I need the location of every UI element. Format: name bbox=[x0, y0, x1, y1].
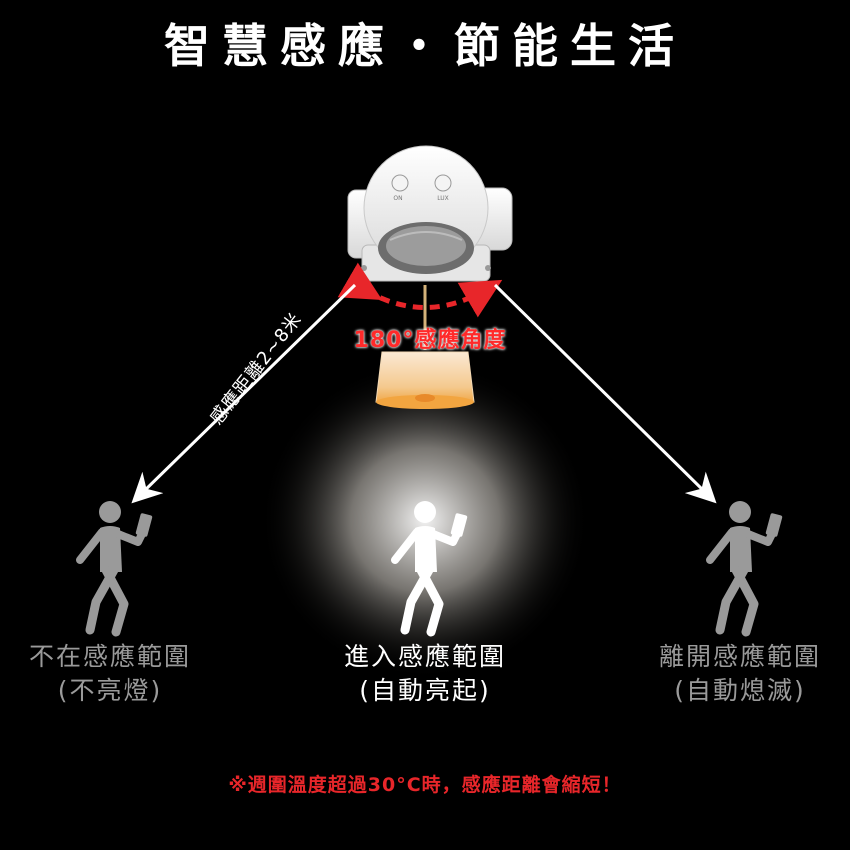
state-leaving-title: 離開感應範圍 bbox=[658, 642, 821, 671]
angle-label: 180°感應角度 bbox=[353, 328, 507, 353]
state-inside-subtitle: (自動亮起) bbox=[359, 676, 491, 705]
temperature-note: ※週圍溫度超過30°C時，感應距離會縮短！ bbox=[228, 774, 622, 796]
dial-left-label: ON bbox=[393, 195, 402, 202]
motion-sensor bbox=[347, 145, 513, 282]
angle-arc bbox=[337, 262, 503, 318]
state-leaving-subtitle: (自動熄滅) bbox=[674, 676, 806, 705]
state-outside-title: 不在感應範圍 bbox=[28, 642, 191, 671]
state-inside: 進入感應範圍 (自動亮起) bbox=[325, 640, 525, 708]
state-outside-subtitle: (不亮燈) bbox=[57, 676, 163, 705]
lamp-bulb bbox=[375, 351, 475, 409]
state-inside-title: 進入感應範圍 bbox=[343, 642, 506, 671]
dial-right-label: LUX bbox=[437, 195, 449, 202]
person-outside-icon bbox=[76, 501, 153, 637]
state-outside: 不在感應範圍 (不亮燈) bbox=[10, 640, 210, 708]
distance-arrow-left bbox=[131, 283, 357, 504]
distance-arrow-right bbox=[493, 283, 717, 504]
state-leaving: 離開感應範圍 (自動熄滅) bbox=[640, 640, 840, 708]
page-title: 智慧感應・節能生活 bbox=[164, 19, 686, 73]
person-inside-icon bbox=[391, 501, 468, 637]
person-leaving-icon bbox=[706, 501, 783, 637]
